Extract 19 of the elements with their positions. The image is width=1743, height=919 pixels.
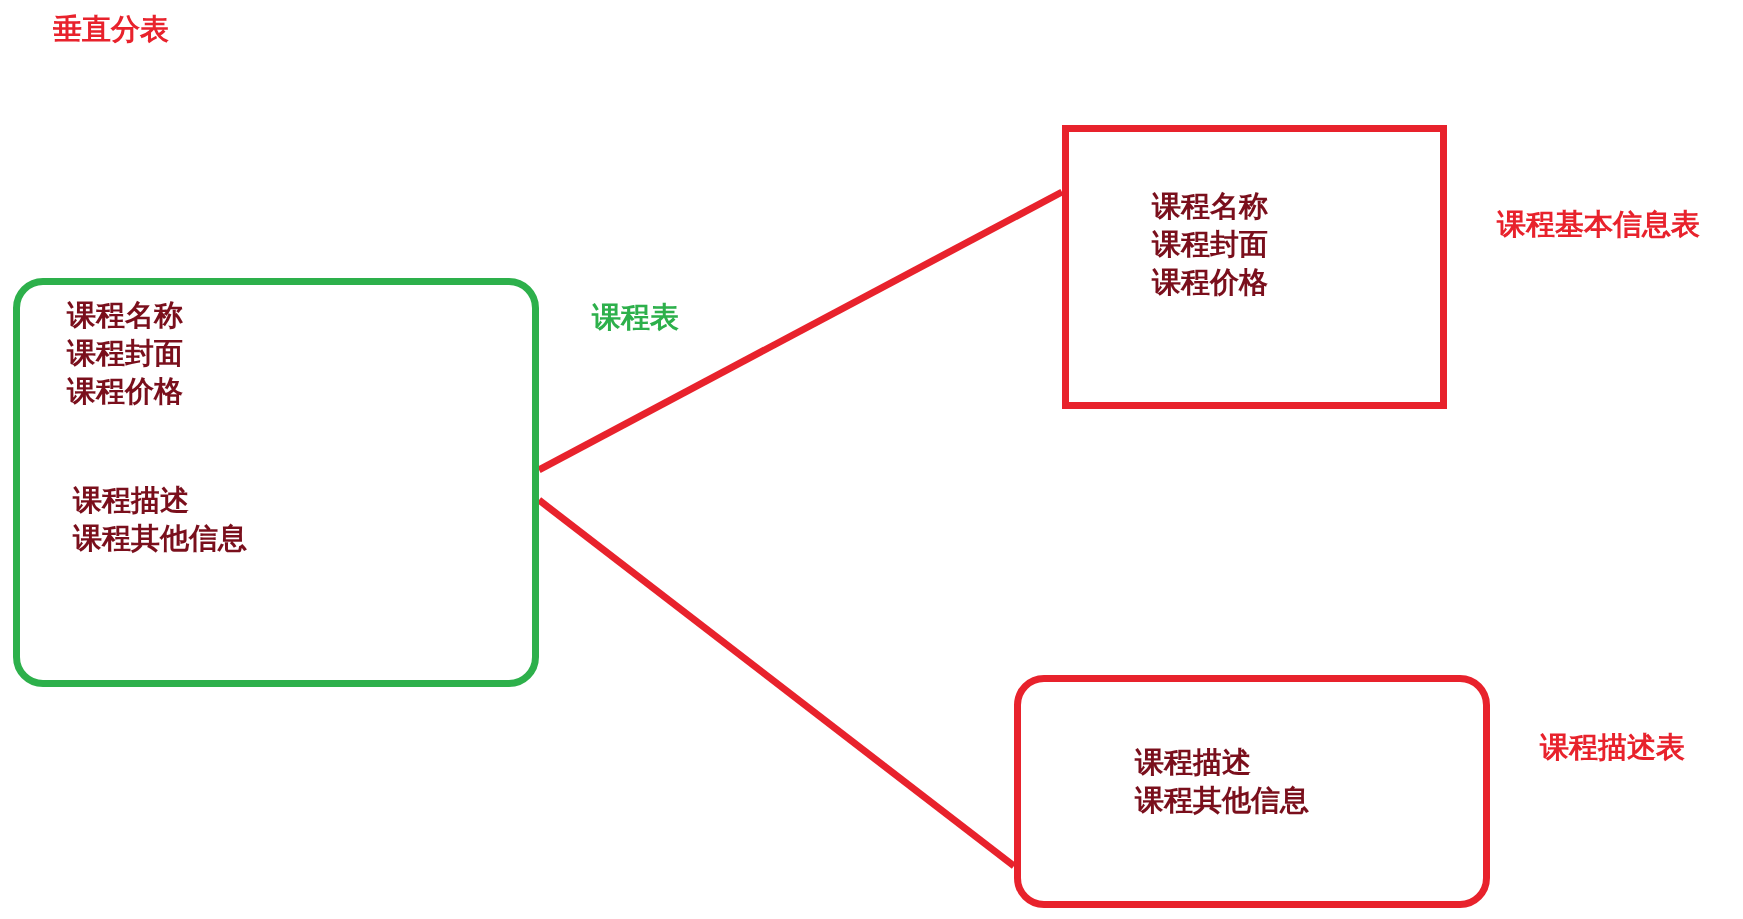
- table-box: [1062, 125, 1447, 409]
- table-name: 课程基本信息表: [1497, 207, 1700, 241]
- field-name: 课程其他信息: [73, 521, 247, 555]
- connector-line: [536, 497, 1017, 869]
- table-box: [13, 278, 539, 687]
- connector-line: [537, 188, 1064, 473]
- field-name: 课程价格: [1152, 265, 1268, 299]
- title: 垂直分表: [53, 12, 169, 46]
- field-name: 课程其他信息: [1135, 783, 1309, 817]
- table-box: [1014, 675, 1490, 908]
- field-name: 课程描述: [1135, 745, 1251, 779]
- field-name: 课程价格: [67, 374, 183, 408]
- field-name: 课程名称: [67, 298, 183, 332]
- field-name: 课程封面: [1152, 227, 1268, 261]
- field-name: 课程名称: [1152, 189, 1268, 223]
- field-name: 课程描述: [73, 483, 189, 517]
- table-name: 课程描述表: [1540, 730, 1685, 764]
- field-name: 课程封面: [67, 336, 183, 370]
- table-name: 课程表: [592, 300, 679, 334]
